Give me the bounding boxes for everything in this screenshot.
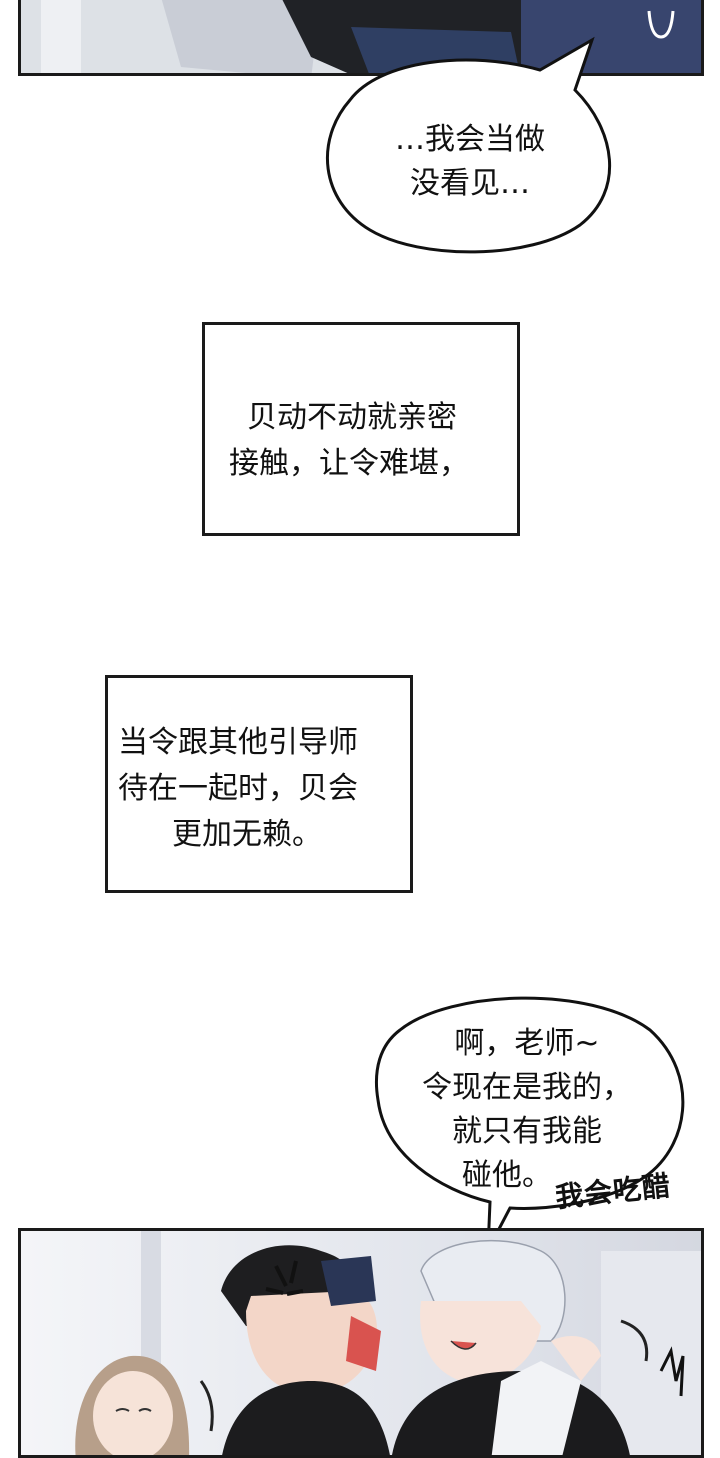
speech-bubble-bottom — [374, 996, 685, 1251]
speech-bubble-top — [325, 36, 612, 254]
bottom-panel-artwork — [21, 1231, 701, 1455]
bubble-top-line-1: …我会当做 — [395, 122, 545, 157]
bubble-top-text: …我会当做 没看见… — [370, 118, 570, 206]
narration-2-line-3: 更加无赖。 — [172, 817, 322, 852]
narration-1-line-2: 接触，让令难堪， — [229, 446, 469, 481]
bubble-top-line-2: 没看见… — [410, 166, 530, 201]
bubble-bottom-text: 啊，老师~ 令现在是我的， 就只有我能 碰他。 — [392, 1022, 662, 1198]
bubble-bottom-line-4: 碰他。 — [462, 1158, 552, 1193]
narration-1-line-1: 贝动不动就亲密 — [247, 400, 457, 435]
bottom-comic-panel — [18, 1228, 704, 1458]
bubble-bottom-line-3: 就只有我能 — [452, 1114, 602, 1149]
narration-box-2: 当令跟其他引导师 待在一起时，贝会 更加无赖。 — [105, 675, 413, 893]
top-panel-artwork — [21, 0, 701, 73]
bubble-bottom-line-2: 令现在是我的， — [422, 1070, 632, 1105]
narration-2-line-1: 当令跟其他引导师 — [118, 725, 358, 760]
top-comic-panel — [18, 0, 704, 76]
bubble-bottom-line-1: 啊，老师~ — [454, 1026, 600, 1061]
narration-2-line-2: 待在一起时，贝会 — [118, 771, 358, 806]
narration-box-1: 贝动不动就亲密 接触，让令难堪， — [202, 322, 520, 536]
